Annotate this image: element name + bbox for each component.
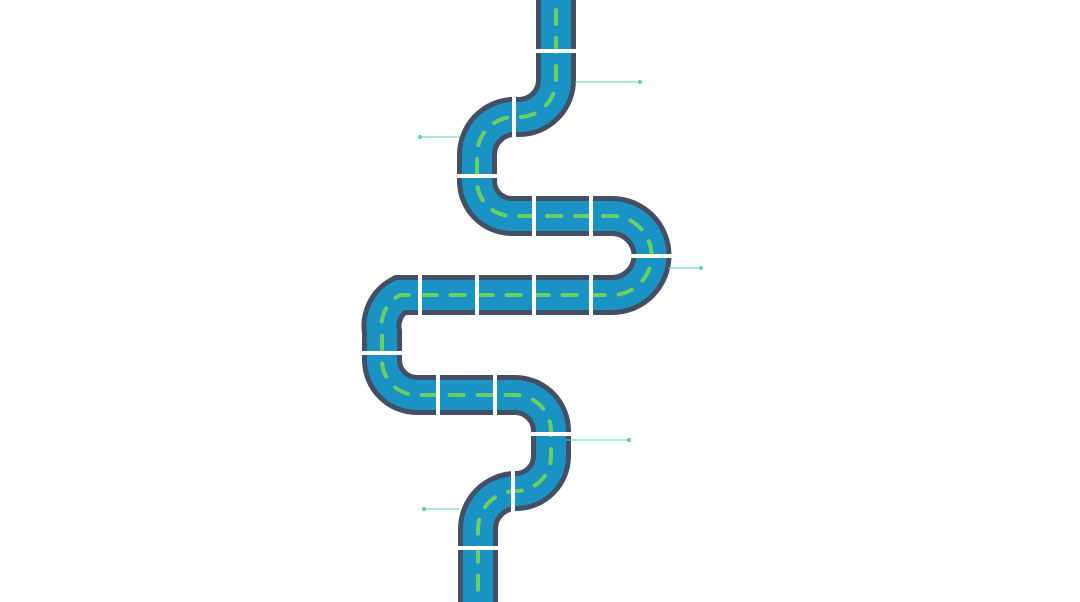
milestone-1-callout [575, 80, 642, 84]
milestone-callouts [418, 80, 703, 511]
milestone-1-dot [638, 80, 642, 84]
milestone-3-dot [699, 266, 703, 270]
milestone-4-dot [627, 438, 631, 442]
segment-gaps [360, 49, 672, 550]
milestone-5-callout [422, 507, 459, 511]
milestone-4-callout [566, 438, 631, 442]
road-layer [361, 0, 672, 602]
milestone-5-dot [422, 507, 426, 511]
lane-dashes [379, 0, 654, 602]
milestone-2-callout [418, 135, 460, 139]
milestone-2-dot [418, 135, 422, 139]
milestone-3-callout [668, 266, 703, 270]
